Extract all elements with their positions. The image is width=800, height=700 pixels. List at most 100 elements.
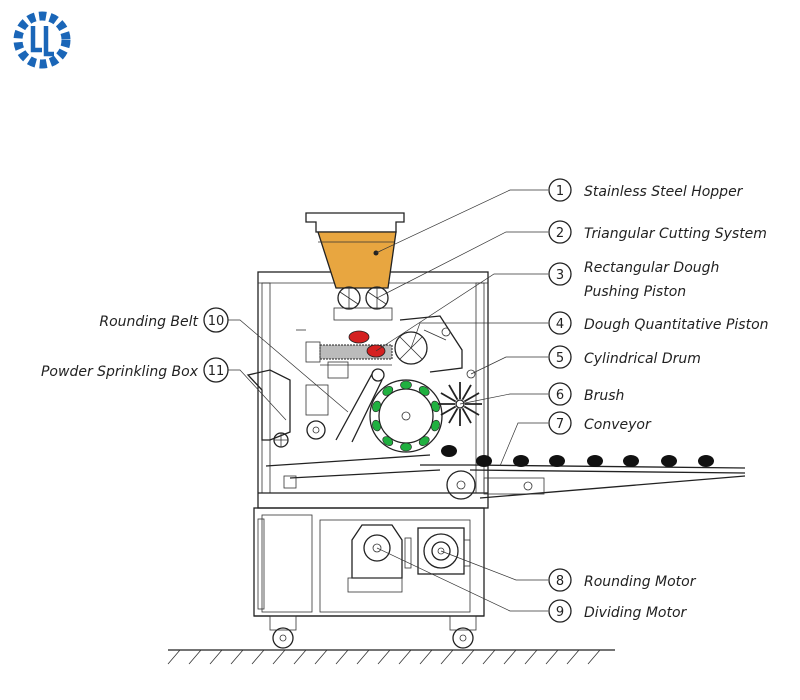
callout-label: Dough Quantitative Piston: [584, 317, 769, 333]
ground-hatch: [587, 649, 601, 665]
drum-roller: [372, 419, 381, 432]
cylindrical-drum: [369, 369, 476, 453]
callout-label: Powder Sprinkling Box: [41, 364, 199, 380]
dough-ball: [549, 455, 565, 467]
brush-bristle: [440, 405, 457, 416]
dough-ball: [476, 455, 492, 467]
brush-bristle: [440, 392, 457, 403]
triangular-cutting-system: [333, 286, 393, 321]
callout-1: 1 Stainless Steel Hopper: [548, 178, 744, 202]
callout-number: 6: [556, 388, 564, 403]
drum-roller: [382, 436, 394, 446]
callout-number: 9: [556, 605, 564, 620]
callout-6: 6 Brush: [548, 382, 624, 406]
callout-4: 4 Dough Quantitative Piston: [548, 311, 769, 335]
dough-quantitative-piston: [394, 315, 463, 373]
dough-ball: [698, 455, 714, 467]
drum-roller: [431, 400, 440, 413]
callout-label: Rectangular Dough: [584, 260, 719, 276]
ground-hatch: [314, 649, 328, 665]
brush-bristle: [461, 384, 472, 401]
dough-pushing-pistons: [296, 329, 393, 379]
callout-label: Triangular Cutting System: [584, 226, 767, 242]
callout-7: 7 Conveyor: [548, 411, 652, 435]
callout-10: 10 Rounding Belt: [99, 307, 229, 333]
callout-label: Stainless Steel Hopper: [584, 184, 744, 200]
drum-roller: [431, 419, 440, 432]
ground-hatch: [461, 649, 475, 665]
ground-hatch: [377, 649, 391, 665]
ground-hatch: [272, 649, 286, 665]
dough-ball: [587, 455, 603, 467]
callout-number: 10: [208, 314, 225, 329]
drum-roller: [382, 386, 394, 396]
brush-bristle: [463, 392, 480, 403]
brush-bristle: [448, 384, 459, 401]
ground-hatch: [482, 649, 496, 665]
ground-hatch: [167, 649, 181, 665]
callout-label: Brush: [584, 388, 624, 404]
callout-11: 11 Powder Sprinkling Box: [41, 357, 229, 383]
dough-ball: [661, 455, 677, 467]
callout-number: 8: [556, 574, 564, 589]
callout-9: 9 Dividing Motor: [548, 599, 688, 623]
callout-label: Dividing Motor: [584, 605, 688, 621]
callout-number: 2: [556, 226, 564, 241]
company-logo: [13, 11, 71, 69]
brush-bristle: [448, 407, 459, 424]
ground-hatch: [188, 649, 202, 665]
ground-hatch: [566, 649, 580, 665]
ground-hatch: [545, 649, 559, 665]
callout-label-line2: Pushing Piston: [584, 284, 686, 300]
ground-hatch: [230, 649, 244, 665]
drum-roller: [400, 442, 412, 452]
ground-hatch: [335, 649, 349, 665]
rounding-belt: [305, 368, 385, 443]
dough-ball: [513, 455, 529, 467]
callout-number: 1: [556, 184, 564, 199]
machine-frame: [253, 271, 489, 649]
dough-ball: [623, 455, 639, 467]
conveyor: [265, 445, 746, 500]
ground-hatch: [209, 649, 223, 665]
callout-number: 3: [556, 268, 564, 283]
callout-2: 2 Triangular Cutting System: [548, 220, 767, 244]
ground-hatch: [293, 649, 307, 665]
drum-roller: [372, 400, 381, 413]
dividing-motor: [347, 524, 412, 593]
ground-hatch: [440, 649, 454, 665]
callout-5: 5 Cylindrical Drum: [548, 345, 701, 369]
callout-8: 8 Rounding Motor: [548, 568, 697, 592]
brush-bristle: [461, 407, 472, 424]
callout-3: 3 Rectangular Dough Pushing Piston: [548, 260, 719, 300]
callout-number: 4: [556, 317, 564, 332]
brush-bristle: [463, 405, 480, 416]
ground-line: [167, 649, 615, 665]
leader-lines: [228, 189, 548, 612]
callout-number: 7: [556, 417, 564, 432]
ground-hatch: [356, 649, 370, 665]
drum-roller: [400, 380, 412, 390]
rounding-motor: [417, 527, 471, 575]
powder-sprinkling-box: [246, 369, 291, 448]
drum-roller: [418, 436, 430, 446]
callout-number: 11: [208, 364, 225, 379]
caster-left: [269, 615, 297, 649]
ground-hatch: [251, 649, 265, 665]
callout-number: 5: [556, 351, 564, 366]
callout-label: Rounding Belt: [99, 314, 198, 330]
ground-hatch: [524, 649, 538, 665]
callout-label: Rounding Motor: [584, 574, 697, 590]
stainless-steel-hopper: [305, 212, 405, 289]
brush: [438, 382, 482, 426]
ground-hatch: [419, 649, 433, 665]
caster-right: [449, 615, 477, 649]
dough-ball: [441, 445, 457, 457]
callout-label: Conveyor: [584, 417, 652, 433]
ground-hatch: [503, 649, 517, 665]
ground-hatch: [398, 649, 412, 665]
drum-roller: [418, 386, 430, 396]
callout-label: Cylindrical Drum: [584, 351, 701, 367]
